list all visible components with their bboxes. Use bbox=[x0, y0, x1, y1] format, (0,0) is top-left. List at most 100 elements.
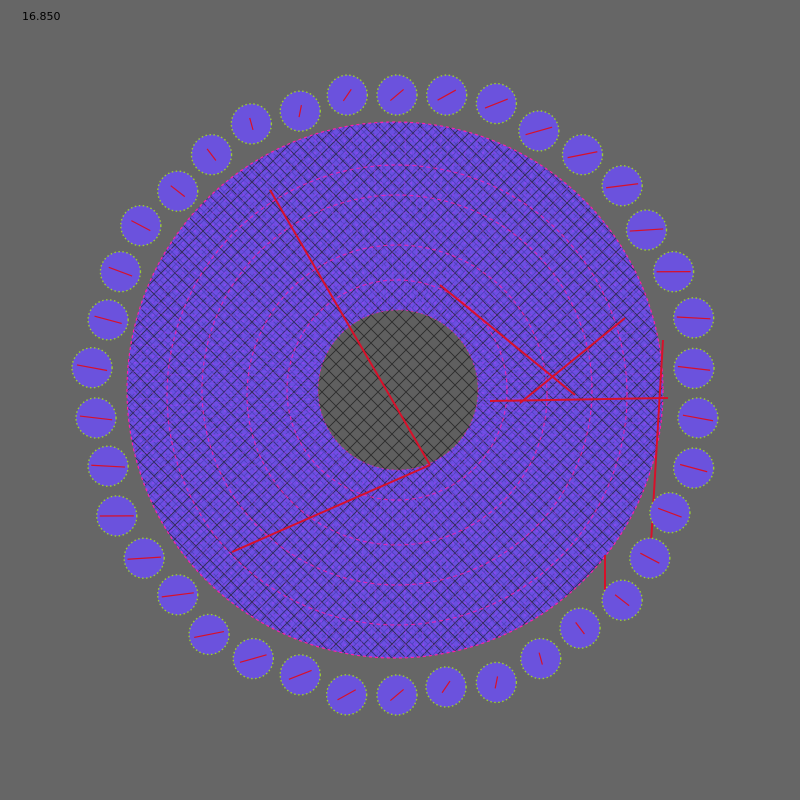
radial-spoke bbox=[131, 380, 316, 388]
outer-node bbox=[561, 133, 604, 176]
radial-spoke bbox=[402, 471, 416, 656]
radial-spoke bbox=[477, 406, 658, 446]
radial-spoke bbox=[280, 463, 362, 630]
ring-edges bbox=[166, 164, 628, 626]
radial-spoke bbox=[410, 470, 444, 653]
radial-spoke bbox=[205, 446, 339, 575]
radial-spoke bbox=[157, 273, 324, 355]
radial-spoke bbox=[225, 452, 345, 594]
hole-hatch bbox=[318, 310, 478, 470]
radial-spoke bbox=[161, 428, 325, 516]
radial-spoke bbox=[476, 325, 656, 371]
outer-node bbox=[475, 82, 518, 125]
radial-spoke bbox=[143, 307, 320, 365]
radial-spoke bbox=[193, 442, 335, 562]
radial-spoke bbox=[212, 448, 341, 582]
radial-spoke bbox=[136, 406, 317, 446]
radial-spoke bbox=[478, 361, 662, 382]
radial-spoke bbox=[464, 435, 618, 539]
central-hole bbox=[317, 309, 479, 471]
radial-spoke bbox=[263, 460, 357, 621]
radial-spoke bbox=[477, 334, 658, 374]
radial-spoke bbox=[138, 409, 318, 455]
radial-spoke bbox=[442, 169, 546, 323]
radial-spoke bbox=[478, 398, 662, 419]
radial-spoke bbox=[271, 154, 359, 318]
radial-spoke bbox=[138, 325, 318, 371]
radial-spoke bbox=[478, 380, 663, 388]
radial-spoke bbox=[410, 127, 444, 310]
radial-spoke bbox=[477, 403, 660, 437]
outer-node bbox=[672, 447, 715, 489]
radial-spoke bbox=[166, 256, 327, 350]
radial-spoke bbox=[424, 466, 489, 641]
radial-spoke bbox=[136, 334, 317, 374]
radial-spoke bbox=[171, 248, 328, 347]
outer-node bbox=[652, 250, 695, 293]
radial-spoke bbox=[467, 256, 628, 350]
radial-spoke bbox=[427, 143, 497, 315]
radial-spoke bbox=[477, 343, 660, 377]
outer-node bbox=[157, 574, 199, 616]
radial-spoke bbox=[248, 169, 352, 323]
outer-node bbox=[673, 347, 715, 390]
radial-spoke bbox=[271, 462, 359, 626]
radial-spoke bbox=[453, 448, 582, 582]
radial-spoke bbox=[141, 316, 319, 368]
force-line bbox=[649, 339, 664, 561]
radial-spoke bbox=[427, 465, 497, 637]
outer-node bbox=[625, 209, 668, 251]
radial-spoke bbox=[461, 225, 607, 340]
radial-spoke bbox=[440, 164, 539, 321]
radial-spoke bbox=[471, 423, 641, 499]
radial-spoke bbox=[240, 174, 350, 324]
radial-spoke bbox=[255, 164, 354, 321]
outer-node bbox=[672, 297, 715, 339]
radial-spoke bbox=[305, 139, 370, 314]
outer-node bbox=[96, 495, 138, 537]
radial-spoke bbox=[146, 298, 321, 363]
outer-node bbox=[426, 74, 468, 116]
radial-spoke bbox=[405, 125, 426, 309]
outer-node bbox=[71, 347, 113, 389]
outer-node bbox=[230, 103, 273, 145]
radial-spoke bbox=[399, 471, 407, 656]
radial-spoke bbox=[387, 471, 395, 656]
radial-spoke bbox=[176, 241, 330, 345]
radial-spoke bbox=[447, 454, 562, 600]
radial-spoke bbox=[471, 281, 641, 357]
radial-spoke bbox=[368, 125, 389, 309]
outer-node bbox=[279, 90, 321, 132]
radial-spoke bbox=[157, 425, 324, 507]
radial-spoke bbox=[171, 433, 328, 532]
outer-node bbox=[99, 250, 142, 293]
radial-spoke bbox=[469, 428, 633, 516]
radial-spoke bbox=[359, 471, 386, 654]
outer-node bbox=[190, 133, 233, 176]
radial-spoke bbox=[199, 211, 337, 336]
radial-spoke bbox=[240, 456, 350, 606]
outer-node bbox=[518, 110, 560, 152]
radial-spoke bbox=[424, 139, 489, 314]
radial-spoke bbox=[478, 401, 661, 428]
outer-node bbox=[376, 674, 418, 716]
radial-spoke bbox=[314, 467, 372, 644]
radial-spoke bbox=[413, 470, 453, 651]
radial-spoke bbox=[478, 352, 661, 379]
radial-spoke bbox=[134, 403, 317, 437]
outer-node bbox=[559, 607, 601, 649]
radial-spoke bbox=[378, 124, 392, 309]
radial-spoke bbox=[416, 131, 462, 311]
radial-spoke bbox=[187, 440, 333, 555]
radial-spoke bbox=[225, 186, 345, 328]
outer-node bbox=[325, 674, 368, 716]
radial-spoke bbox=[323, 468, 375, 646]
radial-spoke bbox=[133, 352, 316, 379]
radial-spoke bbox=[466, 248, 623, 347]
radial-spoke bbox=[350, 127, 384, 310]
radial-spoke bbox=[181, 437, 331, 547]
radial-spoke bbox=[475, 412, 653, 464]
outer-node bbox=[326, 74, 368, 116]
radial-spoke bbox=[470, 425, 637, 507]
